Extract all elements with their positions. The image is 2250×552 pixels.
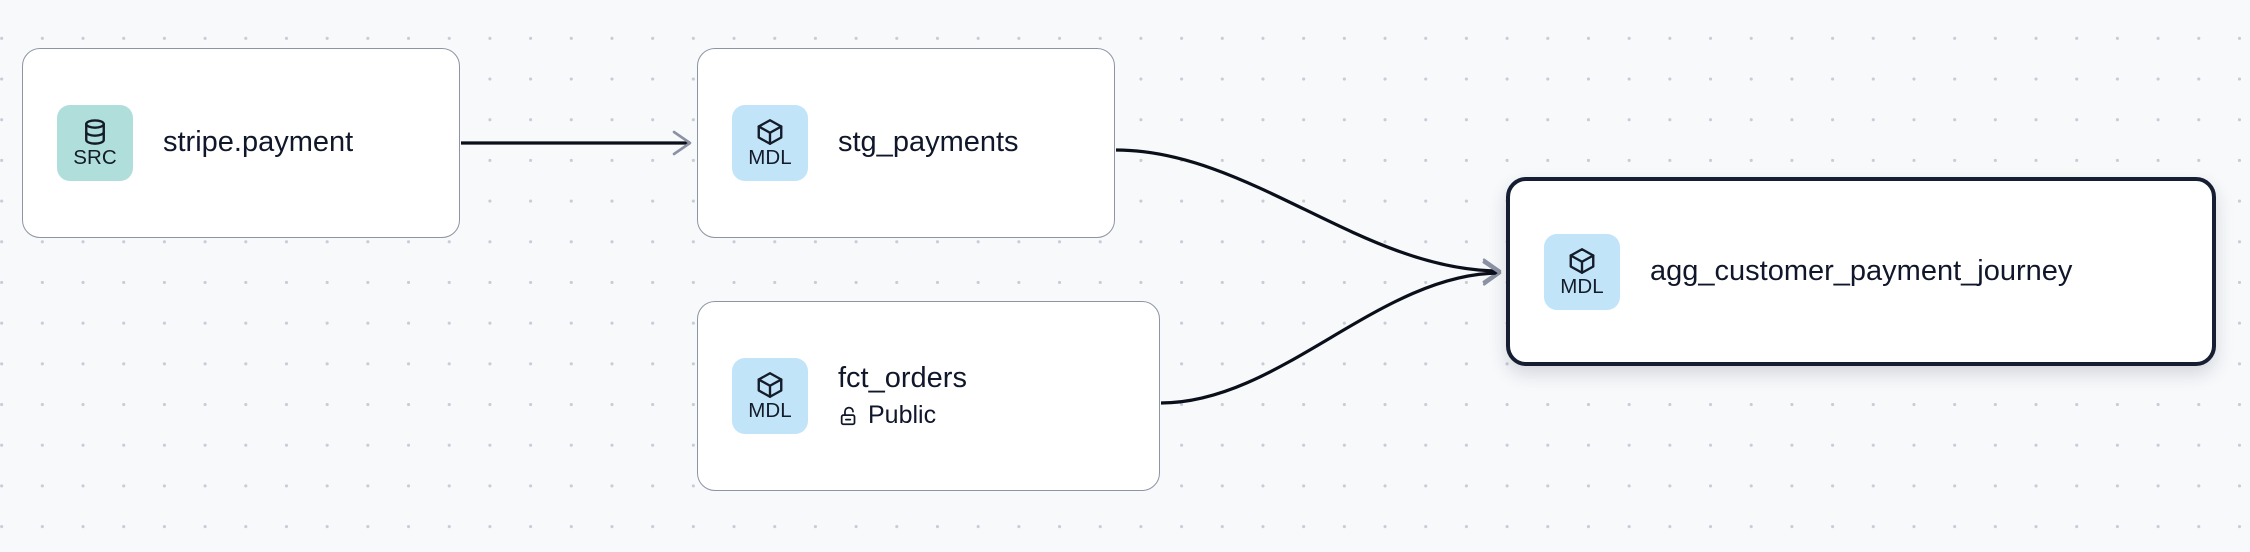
node-type-badge-mdl: MDL — [732, 358, 808, 434]
graph-node-stripe-payment[interactable]: SRC stripe.payment — [22, 48, 460, 238]
node-visibility-row: Public — [838, 402, 967, 430]
node-labels: stripe.payment — [163, 126, 353, 159]
edge-path — [1115, 148, 1501, 273]
database-icon — [80, 117, 110, 147]
node-labels: stg_payments — [838, 126, 1019, 159]
edge-arrowhead-icon — [1482, 260, 1502, 286]
graph-edge-edge-stripe-to-stg — [461, 130, 692, 156]
node-type-badge-mdl: MDL — [732, 105, 808, 181]
node-title: agg_customer_payment_journey — [1650, 254, 2073, 287]
node-visibility-label: Public — [868, 401, 937, 430]
cube-icon — [755, 370, 785, 400]
node-labels: agg_customer_payment_journey — [1650, 255, 2072, 288]
cube-icon — [1567, 246, 1597, 276]
node-title: fct_orders — [838, 362, 967, 395]
graph-edge-edge-stg-to-agg — [1115, 148, 1502, 284]
cube-icon — [755, 117, 785, 147]
node-title: stg_payments — [838, 126, 1019, 159]
graph-edge-edge-fct-to-agg — [1160, 260, 1502, 405]
node-type-badge-label: SRC — [73, 146, 117, 170]
node-type-badge-src: SRC — [57, 105, 133, 181]
graph-node-agg-customer-payment-journey[interactable]: MDL agg_customer_payment_journey — [1506, 177, 2216, 366]
edge-arrowhead-icon — [1482, 258, 1502, 284]
unlock-icon — [838, 405, 860, 427]
edge-path — [1160, 271, 1501, 405]
graph-node-stg-payments[interactable]: MDL stg_payments — [697, 48, 1115, 238]
edge-arrowhead-icon — [672, 130, 692, 156]
node-type-badge-label: MDL — [748, 399, 792, 423]
node-type-badge-label: MDL — [1560, 274, 1604, 298]
node-type-badge-mdl: MDL — [1544, 233, 1620, 310]
node-type-badge-label: MDL — [748, 146, 792, 170]
node-title: stripe.payment — [163, 126, 354, 159]
